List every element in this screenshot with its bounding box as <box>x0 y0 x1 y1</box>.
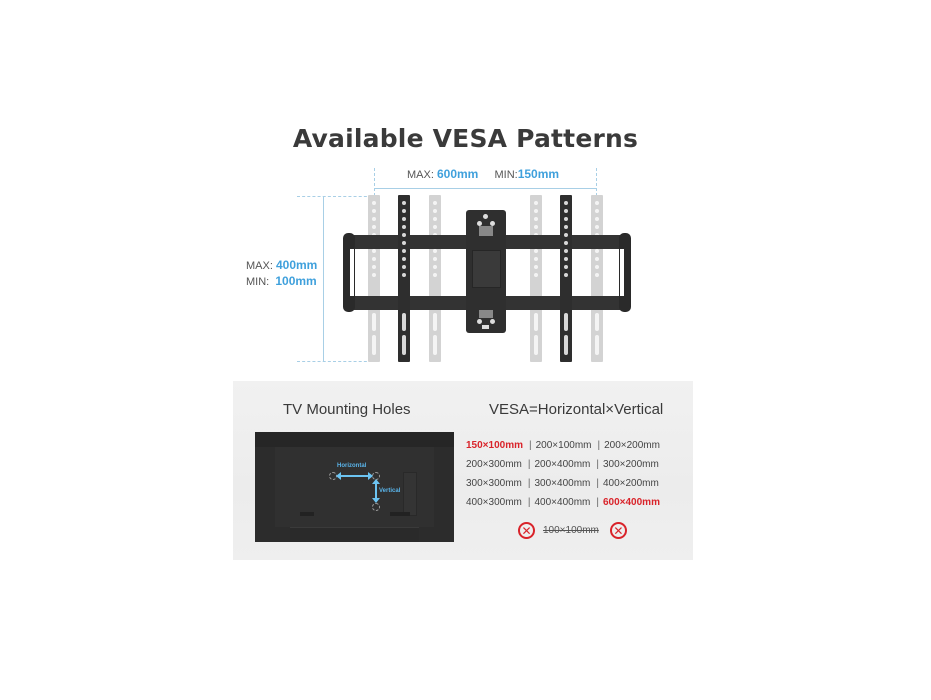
vesa-pattern: 400×300mm <box>466 497 522 508</box>
vertical-dimension-label: MAX: 400mm MIN: 100mm <box>246 258 317 290</box>
vesa-row: 400×300mm | 400×400mm | 600×400mm <box>466 497 660 508</box>
rail-faded-2 <box>429 195 441 362</box>
vesa-pattern: 400×400mm <box>534 497 591 508</box>
vertical-dimension-tick-top <box>297 196 372 197</box>
tv-mounting-holes-heading: TV Mounting Holes <box>283 401 411 418</box>
vertical-min-label: MIN: <box>246 276 270 288</box>
vesa-pattern: 200×400mm <box>534 459 591 470</box>
vertical-dimension-line <box>323 196 324 362</box>
x-circle-icon: ✕ <box>609 522 627 539</box>
tv-back-illustration: Horizontal Vertical <box>255 432 454 542</box>
vertical-max-value: 400mm <box>275 258 318 272</box>
vesa-row: 150×100mm | 200×100mm | 200×200mm <box>466 440 660 451</box>
vertical-arrow-icon <box>375 482 377 500</box>
wall-plate <box>466 210 506 333</box>
vesa-pattern: 300×300mm <box>466 478 522 489</box>
rail-min-left <box>398 195 410 362</box>
vesa-pattern-max: 600×400mm <box>602 497 660 508</box>
vertical-label: Vertical <box>379 488 401 494</box>
vertical-min-value: 100mm <box>275 274 317 288</box>
horizontal-max-label: MAX: <box>407 169 434 181</box>
unsupported-pattern: ✕ 100×100mm ✕ <box>518 522 627 539</box>
vertical-max-label: MAX: <box>246 260 273 272</box>
vesa-pattern: 200×200mm <box>604 440 660 451</box>
vesa-row: 300×300mm | 300×400mm | 400×200mm <box>466 478 659 489</box>
horizontal-dimension-tick-left <box>374 168 375 196</box>
horizontal-dimension-tick-right <box>596 168 597 196</box>
horizontal-dimension-line <box>374 188 597 189</box>
unsupported-pattern-text: 100×100mm <box>543 525 599 536</box>
vesa-pattern-list: 150×100mm | 200×100mm | 200×200mm 200×30… <box>466 436 691 512</box>
vesa-pattern-min: 150×100mm <box>466 440 523 451</box>
rail-max-right <box>591 195 603 362</box>
vesa-pattern: 300×200mm <box>602 459 659 470</box>
vesa-pattern: 300×400mm <box>534 478 591 489</box>
horizontal-label: Horizontal <box>337 463 367 469</box>
page-title: Available VESA Patterns <box>292 124 639 153</box>
horizontal-dimension-label: MAX: 600mm MIN:150mm <box>407 167 559 181</box>
rail-faded-3 <box>530 195 542 362</box>
rail-min-right <box>560 195 572 362</box>
vesa-pattern: 200×100mm <box>535 440 592 451</box>
tv-mount-illustration <box>343 195 631 362</box>
horizontal-arrow-icon <box>338 475 370 477</box>
mounting-hole-right-bottom <box>372 503 380 511</box>
vertical-dimension-tick-bottom <box>297 361 372 362</box>
vesa-row: 200×300mm | 200×400mm | 300×200mm <box>466 459 659 470</box>
vesa-pattern: 200×300mm <box>466 459 522 470</box>
vesa-formula-heading: VESA=Horizontal×Vertical <box>489 401 664 418</box>
x-circle-icon: ✕ <box>518 522 535 539</box>
rail-max-left <box>368 195 380 362</box>
horizontal-min-value: 150mm <box>517 167 560 181</box>
vesa-pattern: 400×200mm <box>602 478 659 489</box>
horizontal-max-value: 600mm <box>436 167 479 181</box>
horizontal-min-label: MIN: <box>494 169 518 181</box>
